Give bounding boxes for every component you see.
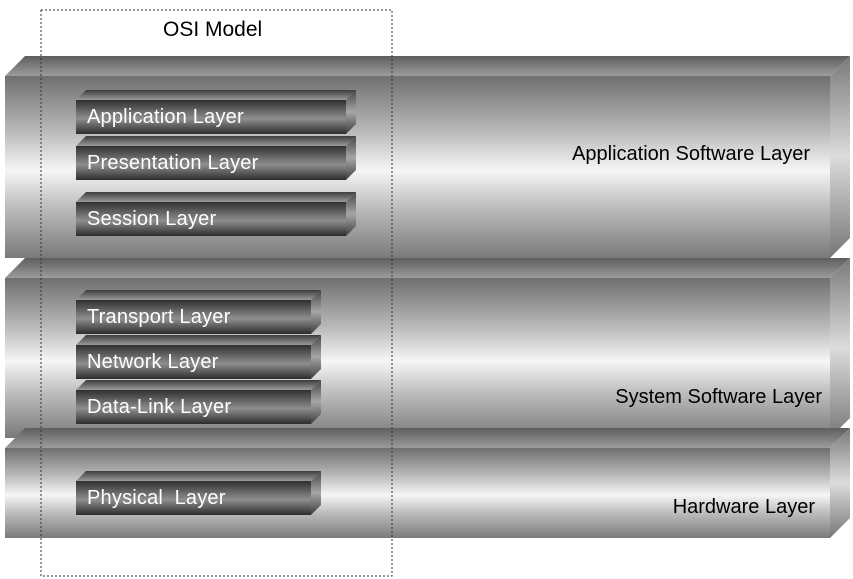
osi-layer-label-session: Session Layer <box>87 208 217 230</box>
osi-layer-label-network: Network Layer <box>87 351 219 373</box>
osi-layer-box-physical <box>76 471 321 515</box>
osi-layer-label-physical: Physical Layer <box>87 487 226 509</box>
osi-layer-label-data-link: Data-Link Layer <box>87 396 232 418</box>
osi-layer-label-transport: Transport Layer <box>87 306 231 328</box>
band-label-application-software: Application Software Layer <box>572 143 810 165</box>
diagram-title: OSI Model <box>163 18 263 41</box>
osi-layer-box-data-link <box>76 380 321 424</box>
osi-layer-box-session <box>76 192 356 236</box>
osi-layer-box-network <box>76 335 321 379</box>
osi-layer-box-presentation <box>76 136 356 180</box>
osi-layer-label-application: Application Layer <box>87 106 244 128</box>
band-label-system-software: System Software Layer <box>615 386 822 408</box>
osi-layer-box-application <box>76 90 356 134</box>
band-label-hardware: Hardware Layer <box>672 496 815 518</box>
osi-layer-label-presentation: Presentation Layer <box>87 152 259 174</box>
osi-layer-box-transport <box>76 290 321 334</box>
osi-model-frame <box>40 9 393 577</box>
